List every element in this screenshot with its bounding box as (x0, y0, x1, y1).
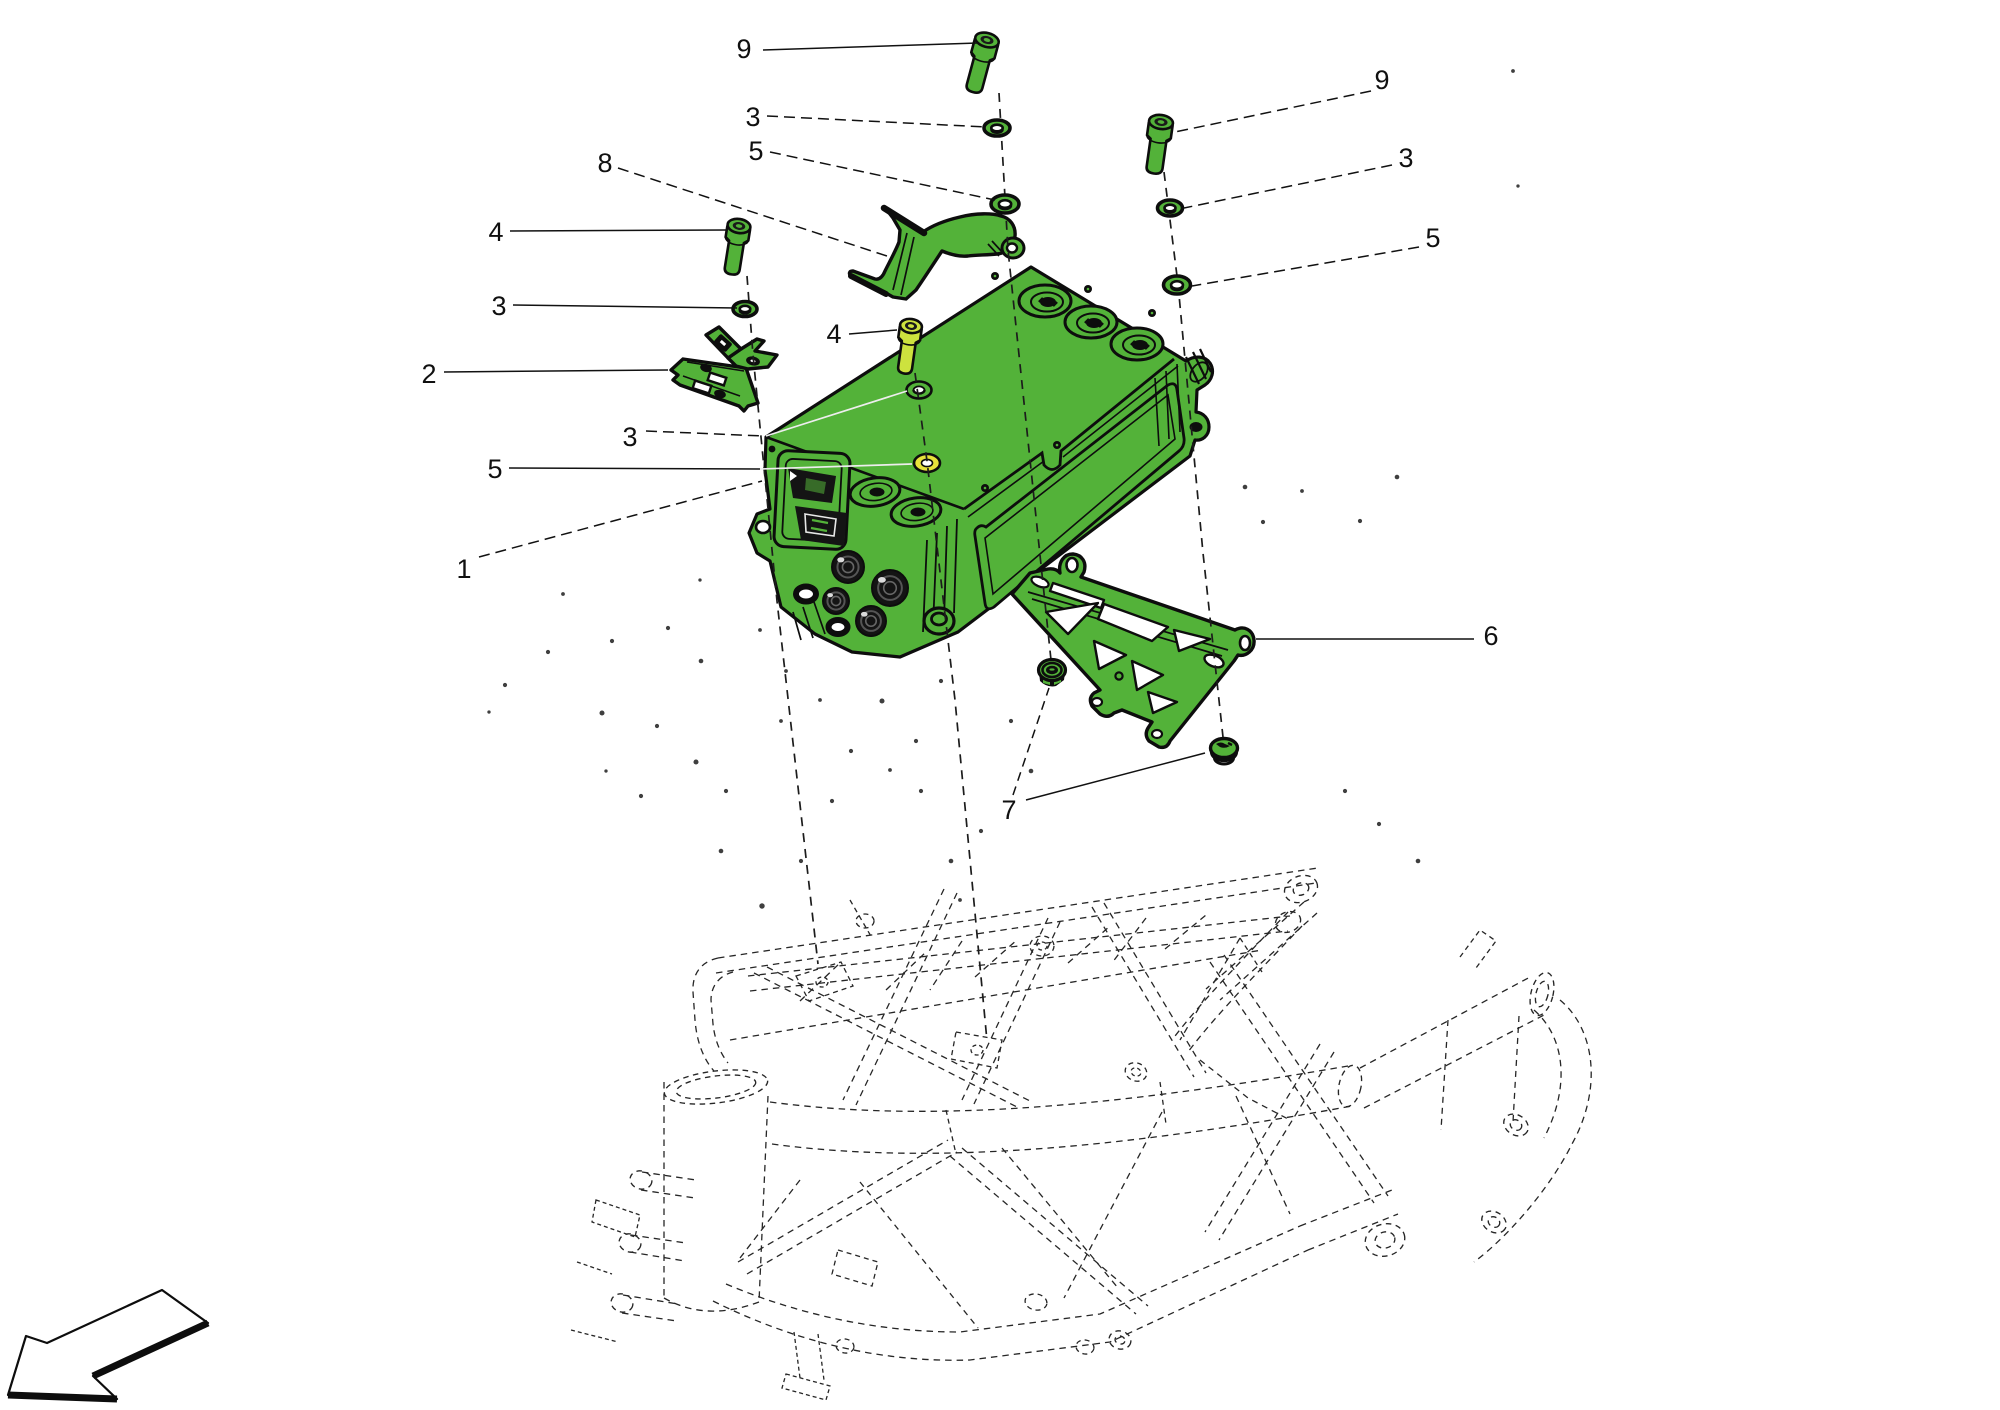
svg-text:3: 3 (745, 102, 760, 132)
svg-text:5: 5 (487, 454, 502, 484)
svg-text:5: 5 (1425, 223, 1440, 253)
svg-text:4: 4 (826, 319, 841, 349)
svg-text:4: 4 (488, 217, 503, 247)
svg-text:3: 3 (491, 291, 506, 321)
svg-text:6: 6 (1483, 621, 1498, 651)
svg-text:1: 1 (456, 554, 471, 584)
svg-text:5: 5 (748, 136, 763, 166)
svg-text:3: 3 (1398, 143, 1413, 173)
svg-text:2: 2 (421, 359, 436, 389)
svg-text:7: 7 (1001, 795, 1016, 825)
svg-text:9: 9 (736, 34, 751, 64)
svg-text:9: 9 (1374, 65, 1389, 95)
svg-text:8: 8 (597, 148, 612, 178)
svg-text:3: 3 (622, 422, 637, 452)
